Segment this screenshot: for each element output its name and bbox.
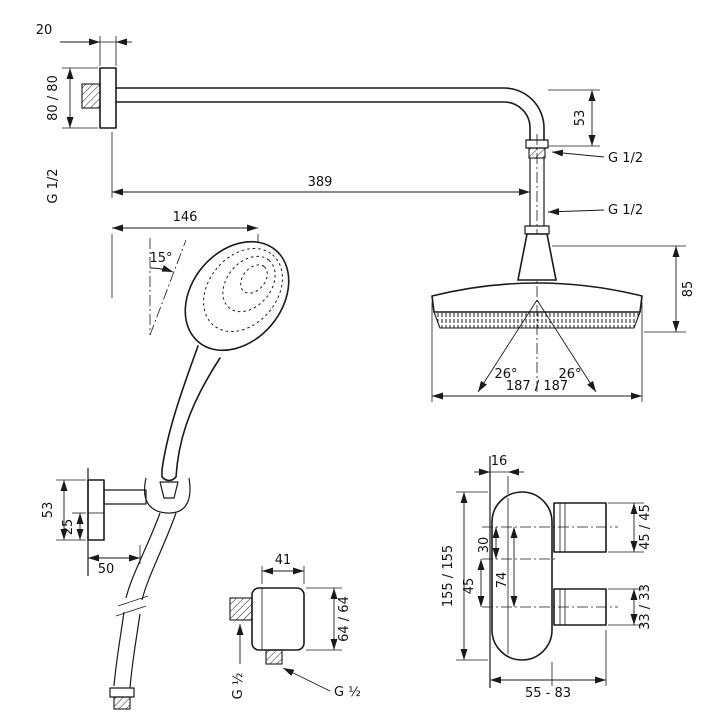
holder-wall-plate bbox=[87, 479, 105, 541]
hand-shower-head bbox=[184, 240, 290, 352]
holder-cup bbox=[144, 477, 191, 514]
hand-shower-assembly: 146 15° 53 25 50 bbox=[41, 210, 290, 710]
dim-label-holder-inset: 25 bbox=[61, 519, 76, 536]
thermostat-mixer: 16 155 / 155 30 74 45 45 / 45 33 / 33 55… bbox=[441, 454, 653, 701]
thermostat-body bbox=[491, 491, 553, 661]
arm-escutcheon-plate bbox=[99, 67, 117, 129]
spray-disc-ring-outer bbox=[203, 248, 283, 332]
leader-line bbox=[547, 208, 605, 216]
head-connector-collar bbox=[524, 225, 550, 235]
hose-nut bbox=[159, 481, 179, 499]
spray-angle-line-right bbox=[536, 299, 597, 393]
label-arm-wall-thread: G 1/2 bbox=[46, 168, 61, 203]
dim-label-handle-spacing: 74 bbox=[495, 572, 510, 589]
angle-arc-15 bbox=[149, 264, 174, 273]
dim-label-arm-drop: 53 bbox=[573, 110, 588, 127]
head-spray-face bbox=[433, 311, 641, 329]
hose-line bbox=[125, 512, 161, 599]
dim-label-head-size: 187 / 187 bbox=[506, 379, 568, 394]
dim-label-offset-bottom: 45 bbox=[462, 578, 477, 595]
dim-label-thermostat-height: 155 / 155 bbox=[441, 545, 456, 607]
dim-label-wall-plate-depth: 20 bbox=[36, 23, 53, 38]
dim-label-offset-top: 30 bbox=[477, 537, 492, 554]
hose-line bbox=[129, 613, 141, 689]
label-outlet-hose-thread: G ½ bbox=[334, 685, 361, 700]
hose-line bbox=[113, 611, 125, 687]
dim-label-depth-range: 55 - 83 bbox=[525, 686, 571, 701]
holder-arm bbox=[103, 489, 147, 505]
outlet-hose-thread bbox=[265, 649, 283, 665]
handle-bottom bbox=[553, 588, 607, 626]
spray-disc-ring-middle bbox=[222, 255, 276, 313]
leader-line bbox=[282, 667, 331, 692]
hand-shower-handle bbox=[161, 345, 221, 482]
hose-line bbox=[141, 512, 177, 601]
dim-label-tilt-angle: 15° bbox=[149, 251, 172, 266]
wall-outlet: 41 64 / 64 G ½ G ½ bbox=[229, 553, 361, 700]
arm-end-thread bbox=[528, 147, 546, 159]
dim-label-holder-height: 53 bbox=[41, 502, 56, 519]
dim-label-outlet-width: 41 bbox=[275, 553, 292, 568]
leader-line bbox=[551, 149, 605, 158]
head-dome bbox=[431, 282, 643, 313]
label-outlet-wall-thread: G ½ bbox=[231, 673, 246, 700]
outlet-wall-thread bbox=[229, 597, 253, 621]
dim-label-outlet-height: 64 / 64 bbox=[337, 596, 352, 642]
dim-label-plate-depth: 16 bbox=[491, 454, 508, 469]
head-connector-cone bbox=[517, 233, 557, 281]
spray-angle-line-left bbox=[477, 299, 538, 393]
hose-end-thread bbox=[113, 696, 131, 710]
label-arm-end-thread: G 1/2 bbox=[608, 151, 643, 166]
dim-label-head-height: 85 bbox=[681, 281, 696, 298]
shower-arm-assembly: 20 80 / 80 G 1/2 389 53 G 1/2 bbox=[36, 23, 643, 392]
dim-label-arm-projection: 389 bbox=[308, 175, 333, 190]
dim-label-holder-width: 50 bbox=[98, 562, 115, 577]
arm-tube-inner bbox=[115, 101, 531, 141]
handle-top bbox=[553, 502, 607, 553]
hand-shower-axis-line bbox=[149, 239, 187, 336]
overhead-shower: G 1/2 26° 26° 85 187 / 187 bbox=[431, 158, 696, 402]
arm-tube-outer bbox=[115, 87, 545, 141]
dim-label-hand-shower-length: 146 bbox=[173, 210, 198, 225]
outlet-body bbox=[251, 587, 305, 651]
hose-end-collar bbox=[109, 687, 135, 698]
dim-label-spray-angle-right: 26° bbox=[558, 367, 581, 382]
dim-label-handle-bottom-size: 33 / 33 bbox=[638, 584, 653, 630]
spray-disc-ring-inner bbox=[240, 264, 268, 294]
dim-label-escutcheon-size: 80 / 80 bbox=[46, 75, 61, 121]
arm-wall-thread bbox=[81, 83, 101, 109]
dim-label-spray-angle-left: 26° bbox=[494, 367, 517, 382]
dim-label-handle-top-size: 45 / 45 bbox=[638, 504, 653, 550]
hose-break-mark bbox=[117, 595, 149, 607]
label-head-inlet-thread: G 1/2 bbox=[608, 203, 643, 218]
hose-break-mark bbox=[115, 605, 147, 617]
